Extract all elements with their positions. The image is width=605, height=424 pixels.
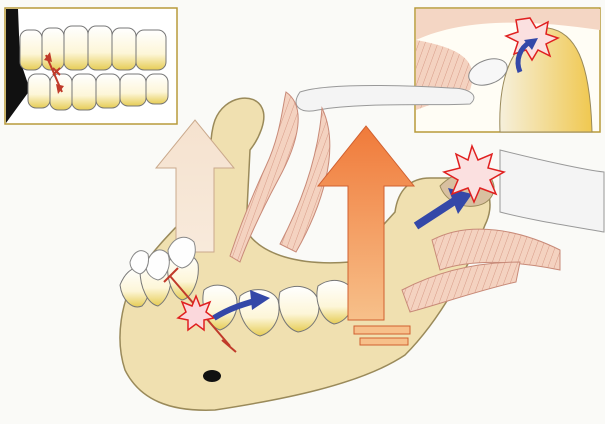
upper-skull-outline [295,85,605,233]
arrow-right-icon [212,290,270,321]
upper-teeth-row [19,25,167,71]
lower-teeth-row [27,73,169,111]
crossbite-marker [163,267,237,353]
pain-starburst-icon [442,143,506,204]
arrow-up-icon [316,125,416,346]
pale-force-arrow [154,119,236,253]
tmj-inset [414,7,601,133]
upper-teeth [129,236,196,281]
occlusion-inset [4,7,178,125]
arrow-up-icon [515,38,538,73]
temporalis-muscle [229,91,331,263]
mental-foramen [203,370,221,382]
pain-starburst-icon [176,293,216,332]
masseter-muscle [401,228,561,313]
contact-arrows-icon [44,52,64,94]
arrow-right-icon [413,188,472,230]
articular-disc [468,58,508,86]
